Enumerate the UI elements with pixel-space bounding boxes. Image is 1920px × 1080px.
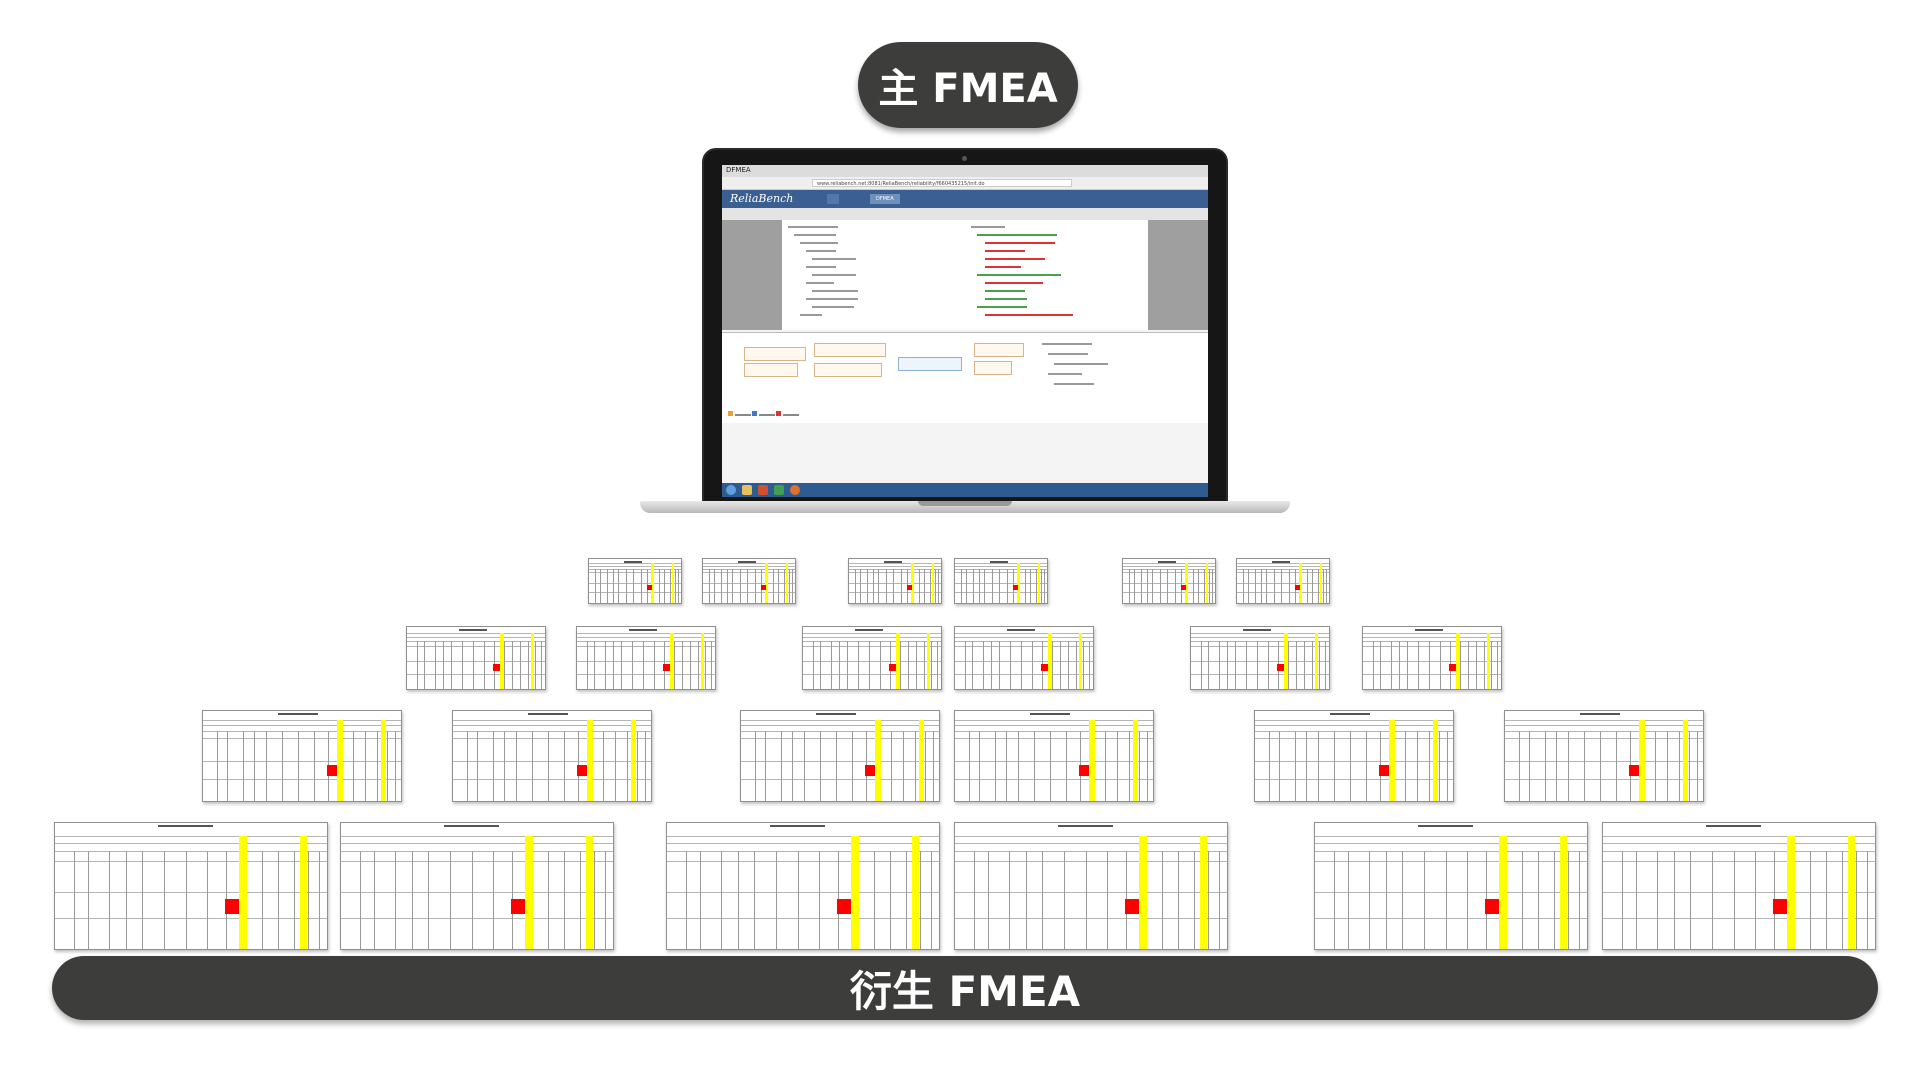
fmea-worksheet-thumbnail <box>1236 558 1330 604</box>
network-node[interactable] <box>974 343 1024 357</box>
structure-tree-panel <box>782 220 968 330</box>
laptop-notch <box>918 501 1012 506</box>
app-header: ReliaBench DFMEA <box>722 190 1208 208</box>
network-node[interactable] <box>898 357 962 371</box>
app-logo: ReliaBench <box>730 192 794 205</box>
fmea-worksheet-thumbnail <box>848 558 942 604</box>
fmea-worksheet-thumbnail <box>954 626 1094 690</box>
fmea-worksheet-thumbnail <box>802 626 942 690</box>
fmea-worksheet-thumbnail <box>54 822 328 950</box>
fmea-worksheet-thumbnail <box>954 822 1228 950</box>
start-icon[interactable] <box>726 485 736 495</box>
fmea-worksheet-thumbnail <box>1314 822 1588 950</box>
app-icon[interactable] <box>774 485 784 495</box>
right-margin <box>1148 220 1208 330</box>
fmea-worksheet-thumbnail <box>452 710 652 802</box>
network-legend <box>728 411 799 418</box>
network-node[interactable] <box>974 361 1012 375</box>
fmea-worksheet-thumbnail <box>1122 558 1216 604</box>
fmea-network-view <box>722 332 1208 423</box>
fmea-worksheet-thumbnail <box>1254 710 1454 802</box>
fmea-worksheet-thumbnail <box>1504 710 1704 802</box>
failure-tree-panel <box>967 220 1148 330</box>
laptop: DFMEA www.reliabench.net:8081/ReliaBench… <box>640 148 1290 520</box>
fmea-worksheet-thumbnail <box>666 822 940 950</box>
fmea-worksheet-thumbnail <box>588 558 682 604</box>
fmea-worksheet-thumbnail <box>954 558 1048 604</box>
fmea-worksheet-thumbnail <box>1602 822 1876 950</box>
master-fmea-label: 主 FMEA <box>858 42 1078 128</box>
os-taskbar <box>722 483 1208 497</box>
app-icon[interactable] <box>758 485 768 495</box>
fmea-worksheet-thumbnail <box>1362 626 1502 690</box>
url-field[interactable]: www.reliabench.net:8081/ReliaBench/relia… <box>812 179 1072 187</box>
fmea-worksheet-thumbnail <box>576 626 716 690</box>
browser-tab-bar: DFMEA <box>722 165 1208 177</box>
laptop-base <box>640 501 1290 513</box>
derived-fmea-label: 衍生 FMEA <box>52 956 1878 1020</box>
left-margin <box>722 220 782 330</box>
laptop-lid: DFMEA www.reliabench.net:8081/ReliaBench… <box>702 148 1228 503</box>
fmea-worksheet-thumbnail <box>406 626 546 690</box>
browser-address-bar: www.reliabench.net:8081/ReliaBench/relia… <box>722 177 1208 190</box>
laptop-screen: DFMEA www.reliabench.net:8081/ReliaBench… <box>722 165 1208 497</box>
app-tab-home[interactable] <box>827 194 839 204</box>
network-node[interactable] <box>814 363 882 377</box>
folder-icon[interactable] <box>742 485 752 495</box>
fmea-worksheet-thumbnail <box>1190 626 1330 690</box>
fmea-worksheet-thumbnail <box>702 558 796 604</box>
browser-tab[interactable]: DFMEA <box>726 166 751 174</box>
fmea-worksheet-thumbnail <box>954 710 1154 802</box>
network-node[interactable] <box>744 347 806 361</box>
app-tab-dfmea[interactable]: DFMEA <box>870 194 900 204</box>
browser-icon[interactable] <box>790 485 800 495</box>
network-node[interactable] <box>744 363 798 377</box>
fmea-worksheet-thumbnail <box>202 710 402 802</box>
camera-icon <box>962 156 967 161</box>
fmea-worksheet-thumbnail <box>340 822 614 950</box>
fmea-worksheet-thumbnail <box>740 710 940 802</box>
network-node[interactable] <box>814 343 886 357</box>
